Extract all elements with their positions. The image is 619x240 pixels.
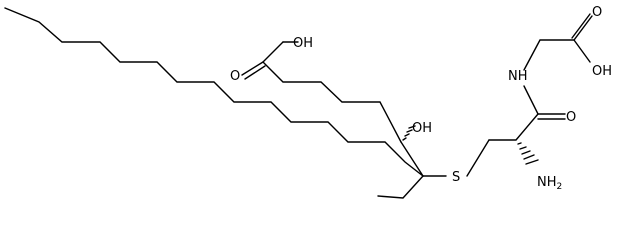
chain-to-ch-s xyxy=(377,175,424,199)
glycine-carbonyl-1 xyxy=(571,13,591,39)
s-thioether-label: S xyxy=(452,170,460,185)
bond-s-ch2 xyxy=(466,139,490,177)
amino-n-text: NH xyxy=(537,175,557,190)
structure-canvas: OH O OH S NH O O OH NH2 xyxy=(4,5,612,199)
top-acid-carbonyl-1 xyxy=(241,61,264,76)
o-amide-label: O xyxy=(566,110,576,125)
acid-chain xyxy=(262,41,402,143)
glycine-chain xyxy=(523,15,593,71)
amide-c-n xyxy=(523,85,539,115)
bond-c-s-to-c-oh xyxy=(400,141,424,177)
top-acid-carbonyl-2 xyxy=(244,65,266,80)
o-acid-top-label: O xyxy=(230,69,240,84)
amino-label: NH2 xyxy=(537,175,562,192)
molecule-drawing: OH O OH S NH O O OH NH2 xyxy=(4,5,612,199)
glycine-c-oh xyxy=(573,39,591,63)
alkyl-chain xyxy=(4,7,424,177)
oh-hydroxyl-label: OH xyxy=(412,121,432,136)
stereo-hash-nh2 xyxy=(517,142,539,165)
o-glycine-label: O xyxy=(592,5,602,20)
cys-backbone xyxy=(488,113,539,141)
nh-amide-label: NH xyxy=(508,69,528,84)
stereo-hash-oh xyxy=(402,125,416,141)
amino-subscript: 2 xyxy=(557,182,563,192)
oh-glycine-label: OH xyxy=(592,64,612,79)
oh-acid-top-label: OH xyxy=(293,36,313,51)
